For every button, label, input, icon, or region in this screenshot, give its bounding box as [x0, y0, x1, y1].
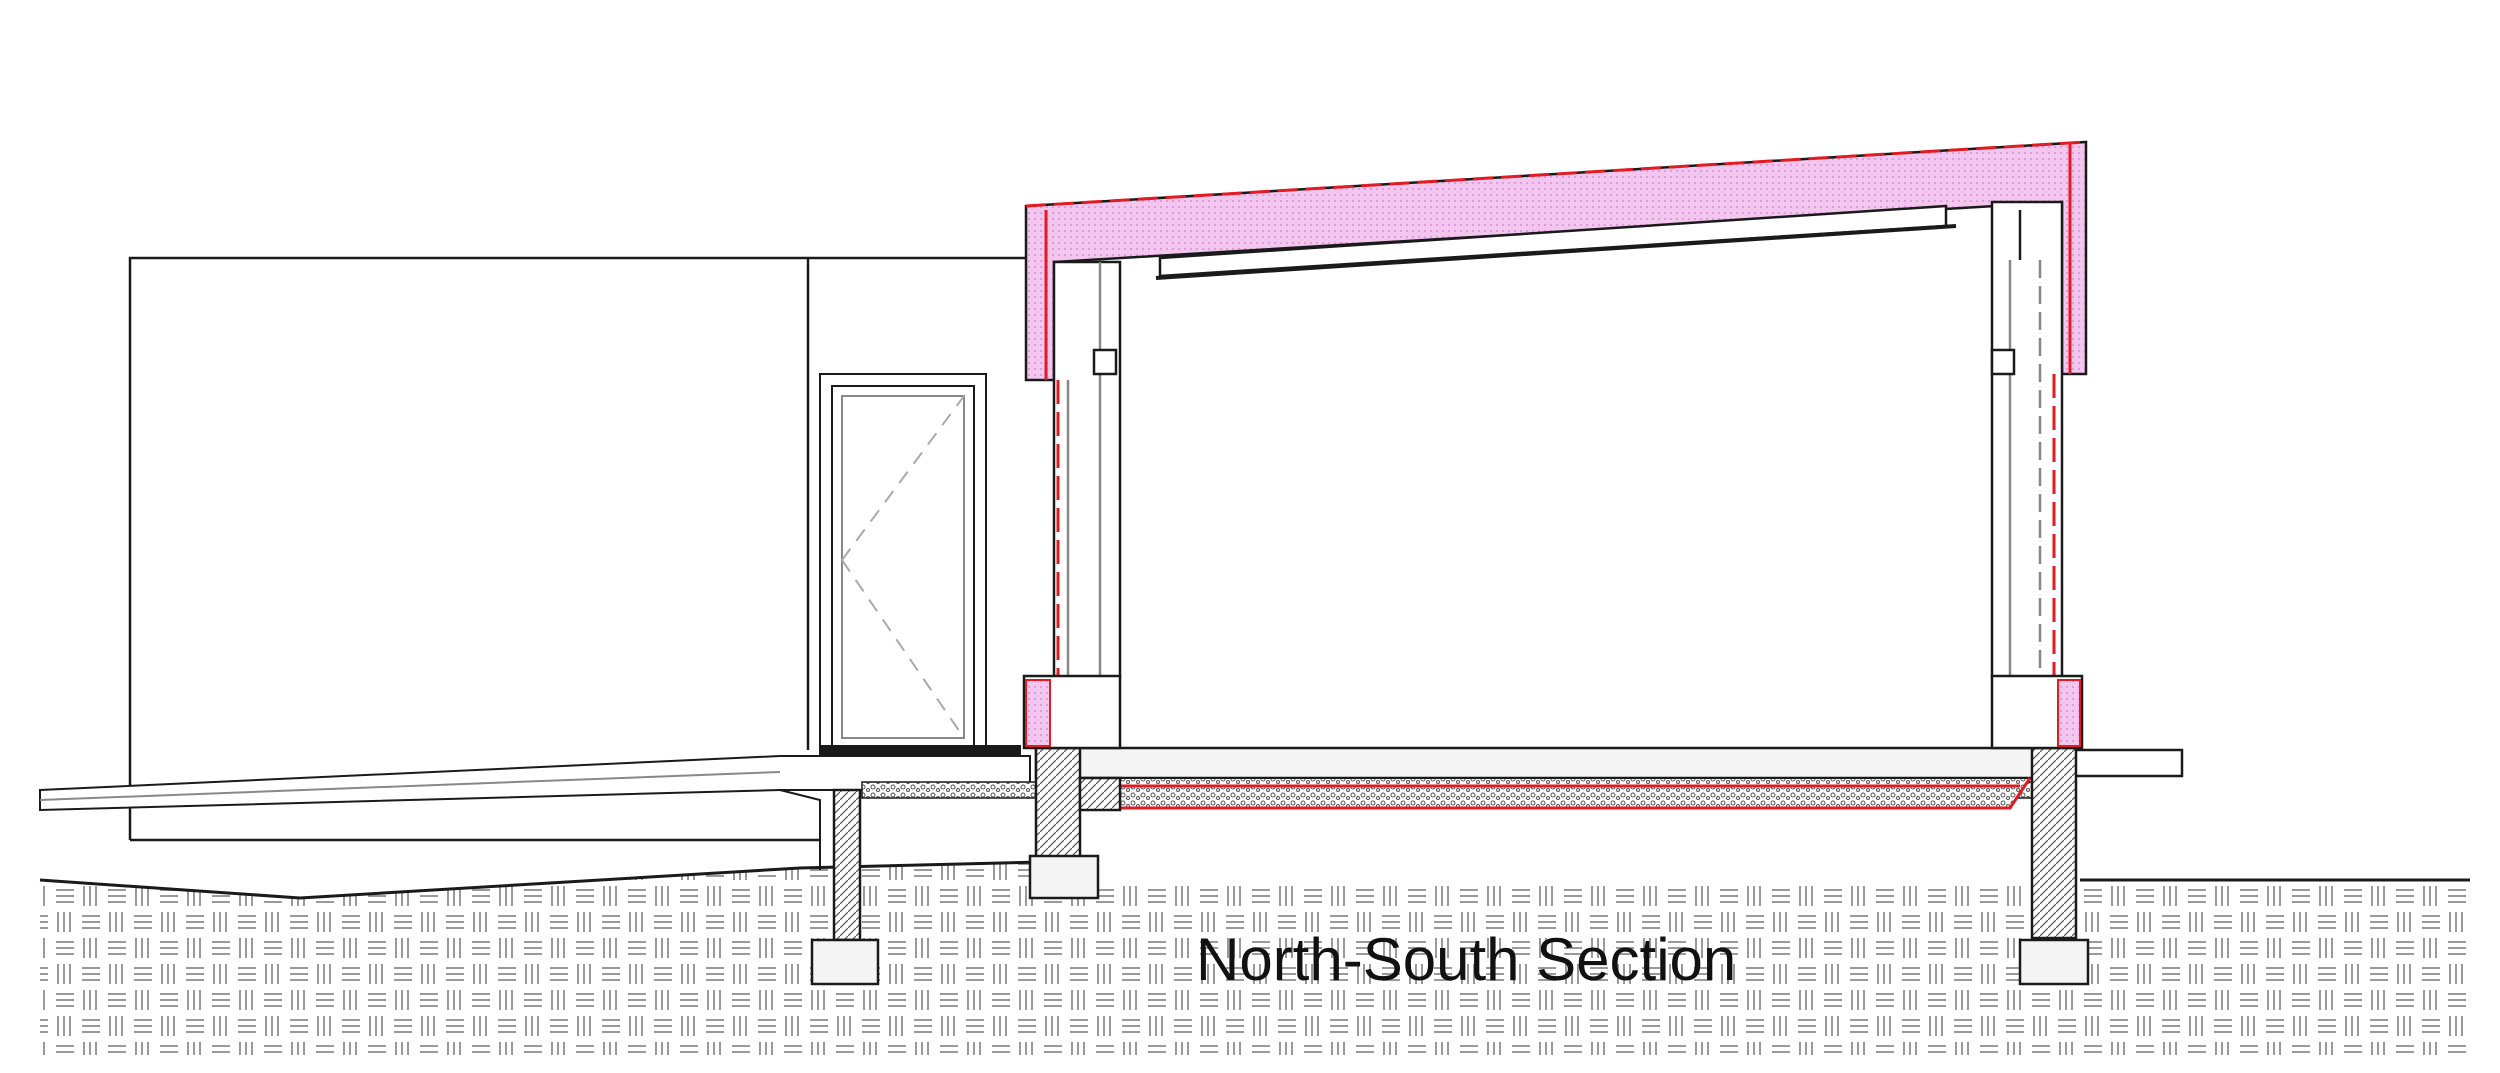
terrace-slab	[2070, 748, 2184, 778]
ceiling-lining	[1155, 204, 1957, 280]
ramp-slab	[39, 755, 1031, 870]
left-wall	[1022, 260, 1122, 750]
ground-soil	[40, 862, 2470, 1055]
existing-building-elevation	[128, 256, 1030, 842]
floor-slab	[1034, 746, 2074, 810]
right-wall	[1990, 200, 2084, 750]
left-edge-beam	[1028, 746, 1122, 900]
ramp-footing	[810, 788, 880, 986]
door-elevation	[819, 373, 1021, 757]
drawing-caption: North-South Section	[1196, 926, 1736, 993]
grade-line	[39, 860, 1041, 900]
